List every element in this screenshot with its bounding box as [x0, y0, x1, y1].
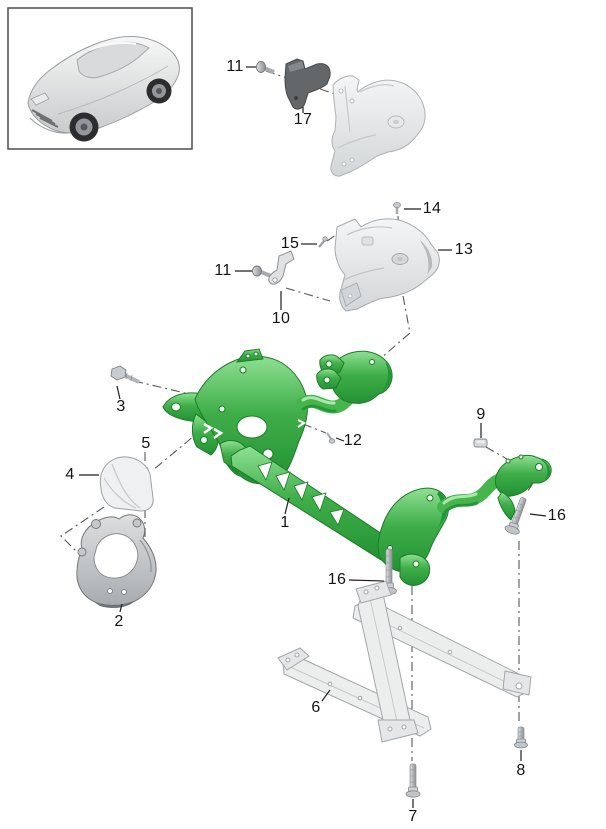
- callout-part-6[interactable]: 6: [311, 699, 321, 716]
- screw-11-top-icon: [256, 61, 275, 74]
- callout-part-12[interactable]: 12: [343, 432, 363, 449]
- subframe-part-1: [162, 348, 552, 586]
- part-6-cross-brace: [277, 580, 532, 743]
- vehicle-thumbnail: [7, 7, 193, 150]
- callout-part-7[interactable]: 7: [408, 808, 418, 825]
- screw-11-mid-icon: [252, 265, 272, 278]
- callout-part-3[interactable]: 3: [116, 398, 126, 415]
- callout-part-8[interactable]: 8: [516, 762, 526, 779]
- callout-part-10[interactable]: 10: [271, 310, 291, 327]
- clip-15-icon: [318, 236, 328, 248]
- callout-part-4[interactable]: 4: [65, 466, 75, 483]
- callout-part-5[interactable]: 5: [141, 435, 151, 452]
- callout-part-11-mid[interactable]: 11: [214, 262, 232, 279]
- bolt-3-icon: [110, 365, 140, 384]
- callout-part-15[interactable]: 15: [280, 235, 300, 252]
- part-17-bracket: [284, 58, 331, 110]
- bolt-16-right-icon: [504, 497, 527, 535]
- callout-part-17[interactable]: 17: [293, 111, 313, 128]
- callout-part-16-left[interactable]: 16: [327, 571, 347, 588]
- callout-part-9[interactable]: 9: [476, 406, 486, 423]
- callout-part-14[interactable]: 14: [422, 200, 442, 217]
- nut-9-icon: [473, 438, 488, 448]
- callout-part-1[interactable]: 1: [280, 514, 290, 531]
- bolt-7-icon: [405, 763, 421, 798]
- screw-12-icon: [326, 432, 336, 444]
- leader-lines: [79, 66, 547, 808]
- part-4-shield: [99, 456, 154, 512]
- callout-part-13[interactable]: 13: [454, 241, 474, 258]
- part-10-bracket: [268, 250, 295, 285]
- callout-part-11-top[interactable]: 11: [226, 58, 244, 75]
- bolt-8-icon: [514, 726, 528, 749]
- screw-14-icon: [393, 202, 401, 214]
- part-upper-heat-shield: [330, 75, 426, 177]
- part-13-heat-shield: [334, 218, 440, 312]
- callout-part-2[interactable]: 2: [114, 613, 124, 630]
- callout-part-16-right[interactable]: 16: [547, 507, 567, 524]
- part-2-bracket: [76, 514, 157, 609]
